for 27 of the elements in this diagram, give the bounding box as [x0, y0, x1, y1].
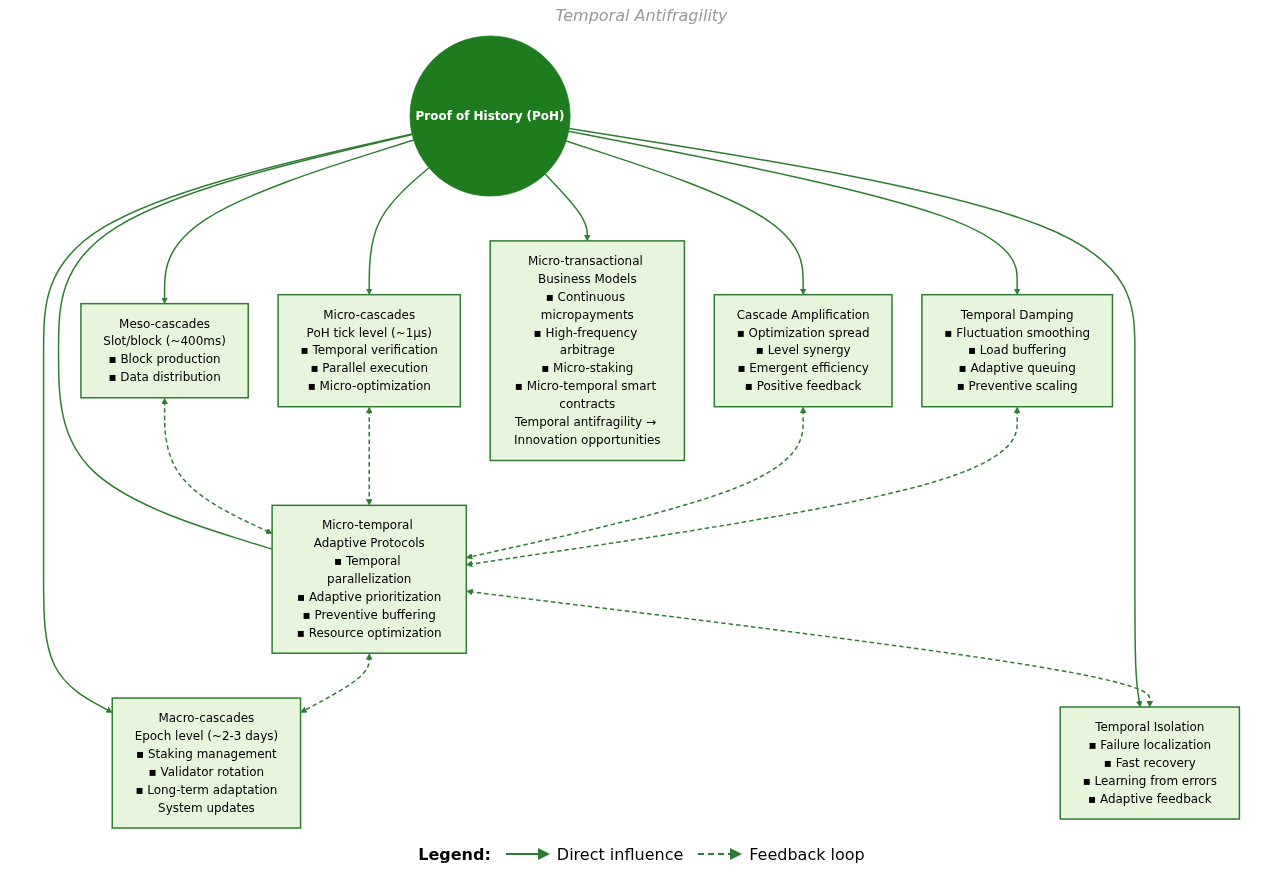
arrow [466, 588, 1154, 708]
node-box: Micro-temporal Adaptive Protocols ▪ Temporal parallelization ▪ Adaptive prioritization ▪ Preventive buffering ▪ Resource optimization [271, 504, 468, 654]
ellipse-label: Temporal Antifragility [555, 5, 728, 25]
node-box: Macro-cascades Epoch level (~2-3 days) ▪ Staking management ▪ Validator rotation ▪ Long-term adaptation System updates [111, 697, 302, 829]
node-box: Temporal Isolation ▪ Failure localization ▪ Fast recovery ▪ Learning from errors ▪ Adaptive feedback [1059, 706, 1241, 820]
arrow [567, 130, 1021, 295]
arrow [565, 140, 807, 295]
arrow [42, 133, 413, 713]
arrow [466, 406, 807, 560]
node-box: Meso-cascades Slot/block (~400ms) ▪ Block production ▪ Data distribution [80, 302, 249, 399]
node-box: Temporal Damping ▪ Fluctuation smoothing ▪ Load buffering ▪ Adaptive queuing ▪ Preventive scaling [921, 293, 1114, 408]
arrow [300, 653, 373, 713]
arrow [365, 406, 373, 506]
node-box: Micro-transactional Business Models ▪ Continuous micropayments ▪ High-frequency arbitrage ▪ Micro-staking ▪ Micro-temporal smart contracts Temporal antifragility → Innovation opportunities [489, 240, 686, 462]
arrow [161, 397, 273, 534]
arrow [365, 167, 430, 295]
legend-text: Direct influence [556, 844, 684, 864]
connector [57, 133, 413, 550]
node-circle: Proof of History (PoH) [409, 35, 571, 197]
node-box: Micro-cascades PoH tick level (~1μs) ▪ Temporal verification ▪ Parallel execution ▪ Micro-optimization [277, 293, 462, 408]
arrow [466, 406, 1021, 568]
legend-text: Feedback loop [749, 844, 865, 864]
arrow [161, 139, 415, 304]
arrow [568, 127, 1143, 708]
node-box: Cascade Amplification ▪ Optimization spread ▪ Level synergy ▪ Emergent efficiency ▪ Positive feedback [713, 293, 893, 408]
legend-title: Legend: [418, 844, 491, 864]
arrow [544, 173, 591, 242]
